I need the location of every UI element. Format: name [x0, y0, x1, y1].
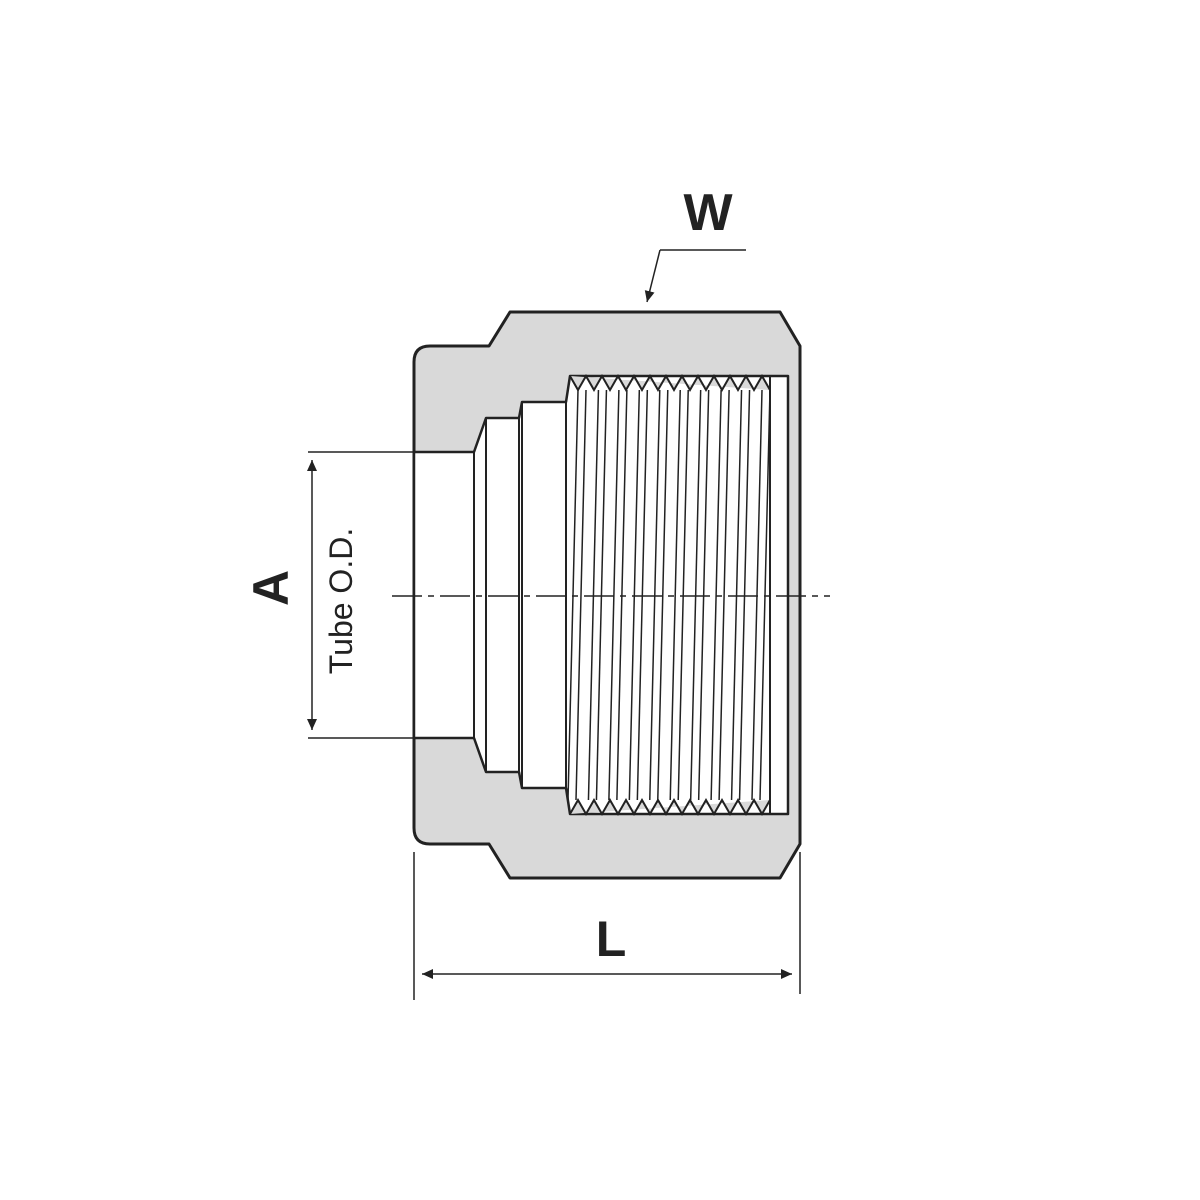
dimension-a-label: A	[243, 570, 299, 606]
bore-step-lines	[473, 376, 771, 814]
thread-line	[636, 389, 649, 801]
thread-line	[575, 389, 587, 801]
thread-line	[751, 389, 763, 801]
thread-line	[677, 389, 689, 801]
dimension-a	[307, 451, 414, 739]
dimension-l-label: L	[596, 911, 627, 967]
thread-line	[718, 389, 730, 801]
thread-line	[616, 389, 628, 801]
thread-line	[587, 389, 600, 801]
dimension-w-label: W	[683, 184, 733, 242]
thread-line	[628, 389, 641, 801]
thread-line	[689, 389, 702, 801]
thread-line	[730, 389, 743, 801]
thread-line	[567, 389, 579, 801]
dimension-l	[413, 852, 801, 1000]
thread-line	[595, 389, 608, 801]
thread-line	[710, 389, 722, 801]
thread-profile-bottom	[569, 797, 771, 817]
thread-line	[738, 389, 751, 801]
thread-line	[697, 389, 710, 801]
thread-line	[657, 389, 669, 801]
thread-helix-lines	[567, 389, 771, 801]
thread-line	[649, 389, 661, 801]
thread-line	[608, 389, 620, 801]
tube-od-note: Tube O.D.	[323, 528, 359, 674]
thread-profile-top	[569, 373, 771, 393]
thread-line	[669, 389, 681, 801]
thread-line	[759, 389, 771, 801]
leader-w	[644, 249, 746, 303]
